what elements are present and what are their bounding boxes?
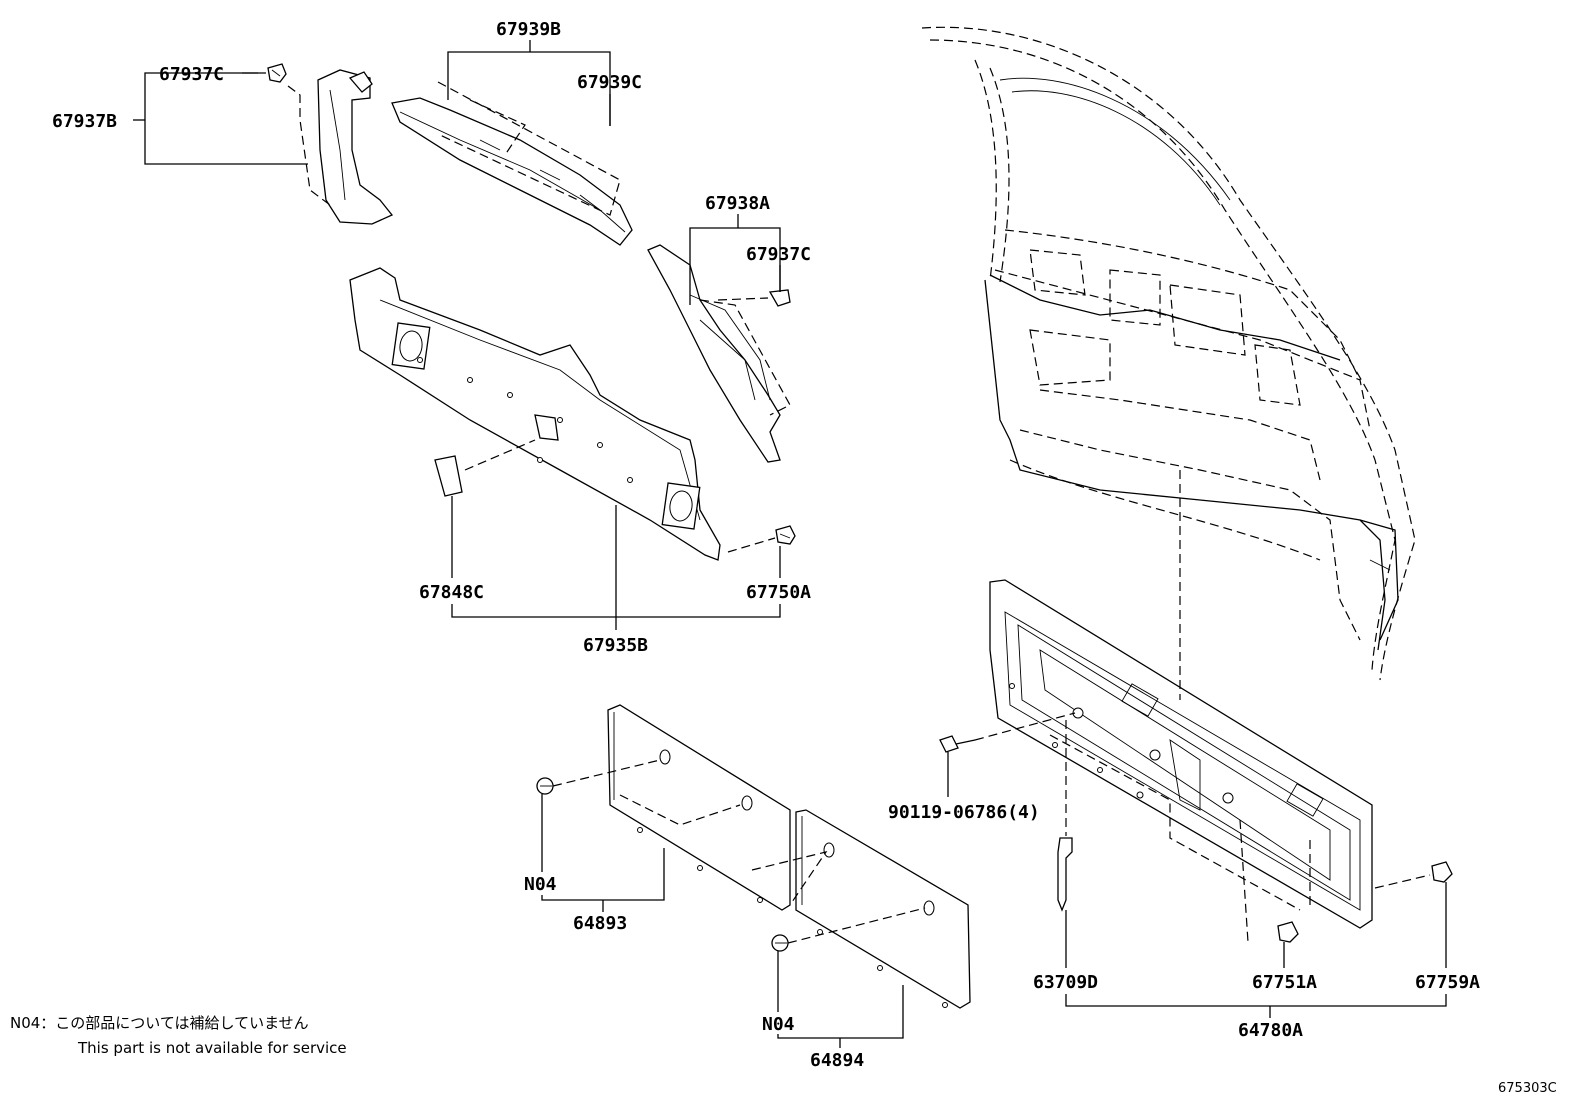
leader-dash [1049,734,1301,911]
cover-cap [434,455,463,497]
leader-dash [464,439,536,471]
part-label-67759a: 67759A [1415,972,1480,993]
part-label-67935b: 67935B [583,635,648,656]
clip-icon [775,525,796,545]
clip-icon [1277,921,1299,943]
diagram-reference-number: 675303C [1498,1081,1557,1096]
part-label-63709d: 63709D [1033,972,1098,993]
clip-icon [267,63,287,83]
quarter-trim-panel [349,267,721,561]
part-label-n04-left: N04 [524,874,557,895]
leader-dash [974,712,1076,741]
part-label-67937c-top: 67937C [159,64,224,85]
n04-note-english: This part is not available for service [77,1039,347,1057]
clip-icon [771,934,789,952]
right-pillar-trim [647,244,791,463]
board-panel-64894 [795,809,971,1009]
part-label-67937b: 67937B [52,111,117,132]
clip-icon [536,777,554,795]
leader-dash [619,794,741,826]
leader-dash [787,907,926,944]
leader-dash [717,297,769,301]
part-label-67939c: 67939C [577,72,642,93]
leader-dash [1239,819,1249,943]
part-label-67848c: 67848C [419,582,484,603]
part-label-67937c-right: 67937C [746,244,811,265]
bolt-icon [939,735,976,753]
leader-dash [751,851,828,906]
clip-icon [348,71,373,93]
part-label-67751a: 67751A [1252,972,1317,993]
part-label-90119-06786: 90119-06786(4) [888,802,1040,823]
clip-icon [768,289,791,307]
upper-trim-strip [391,81,633,246]
part-label-67939b: 67939B [496,19,561,40]
part-label-n04-right: N04 [762,1014,795,1035]
leader-dash [552,759,661,787]
part-label-64780a: 64780A [1238,1020,1303,1041]
part-label-64894: 64894 [810,1050,864,1071]
left-pillar-trim [287,69,394,225]
clip-icon [1431,861,1453,883]
leader-dash [727,537,776,553]
back-door-panel [921,26,1416,681]
door-trim-board [989,579,1373,929]
leader-lines [133,40,1447,1048]
board-panel-64893 [607,704,791,911]
leader-dash [1374,874,1431,889]
part-label-64893: 64893 [573,913,627,934]
n04-note-japanese: N04：この部品については補給していません [10,1014,309,1032]
cable-icon [1057,837,1073,912]
part-label-67938a: 67938A [705,193,770,214]
part-label-67750a: 67750A [746,582,811,603]
